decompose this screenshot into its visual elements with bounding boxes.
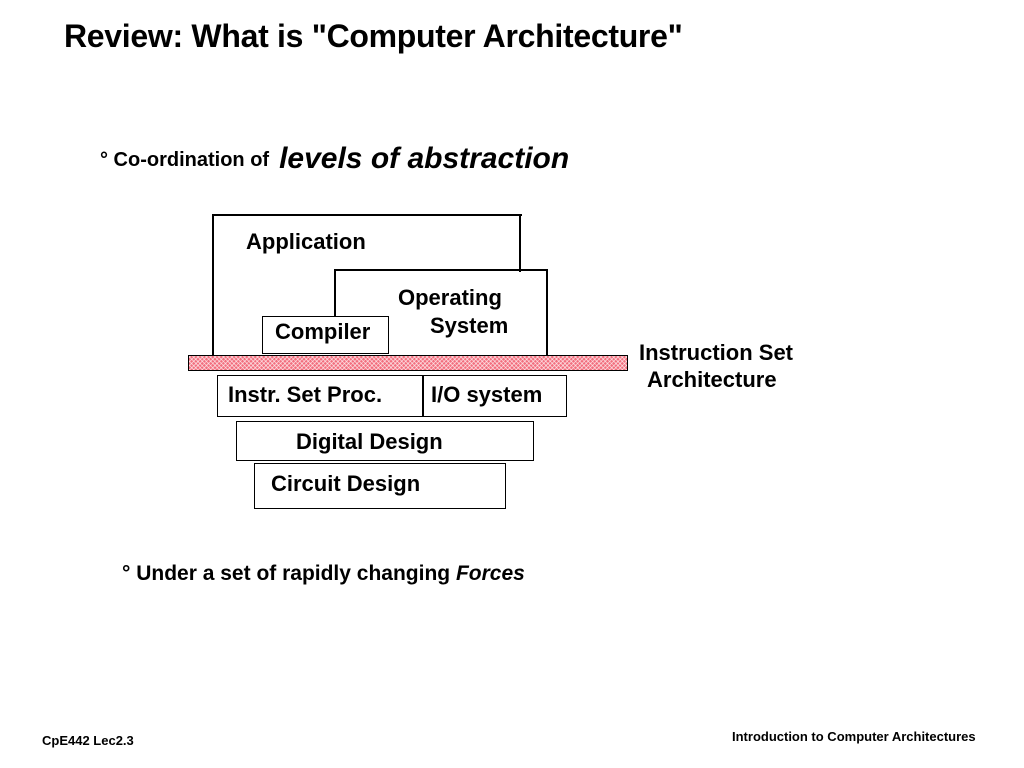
bullet-forces-emphasis: Forces	[455, 562, 525, 585]
io-system-label: I/O system	[431, 382, 543, 407]
slide-title: Review: What is "Computer Architecture"	[64, 18, 683, 54]
isa-label-line1: Instruction Set	[639, 340, 794, 365]
bullet-abstraction-prefix: ° Co-ordination of	[100, 149, 270, 171]
instr-io-divider	[422, 375, 424, 417]
digital-design-box	[236, 421, 534, 461]
compiler-label: Compiler	[275, 319, 371, 344]
isa-label-line2: Architecture	[647, 367, 777, 392]
os-label-line2: System	[430, 313, 509, 338]
bullet-abstraction-emphasis: levels of abstraction	[279, 142, 570, 175]
os-left-line	[334, 269, 336, 319]
isa-bar	[188, 355, 628, 371]
bullet-forces-prefix: ° Under a set of rapidly changing	[122, 562, 451, 585]
circuit-design-box	[254, 463, 506, 509]
circuit-design-label: Circuit Design	[271, 471, 421, 496]
instr-set-proc-label: Instr. Set Proc.	[228, 382, 383, 407]
os-label-line1: Operating	[398, 285, 502, 310]
os-right-line	[546, 269, 548, 356]
instr-io-box	[217, 375, 567, 417]
application-left-line	[212, 214, 214, 356]
application-top-line	[212, 214, 522, 216]
footer-course-title: Introduction to Computer Architectures	[732, 729, 976, 744]
os-top-line	[334, 269, 548, 271]
bullet-forces: ° Under a set of rapidly changing Forces	[122, 562, 525, 586]
application-label: Application	[246, 229, 366, 254]
digital-design-label: Digital Design	[296, 429, 443, 454]
bullet-abstraction: ° Co-ordination of levels of abstraction	[100, 140, 570, 175]
footer-lecture-id: CpE442 Lec2.3	[42, 733, 134, 748]
compiler-box	[262, 316, 389, 354]
application-right-line	[519, 214, 521, 272]
